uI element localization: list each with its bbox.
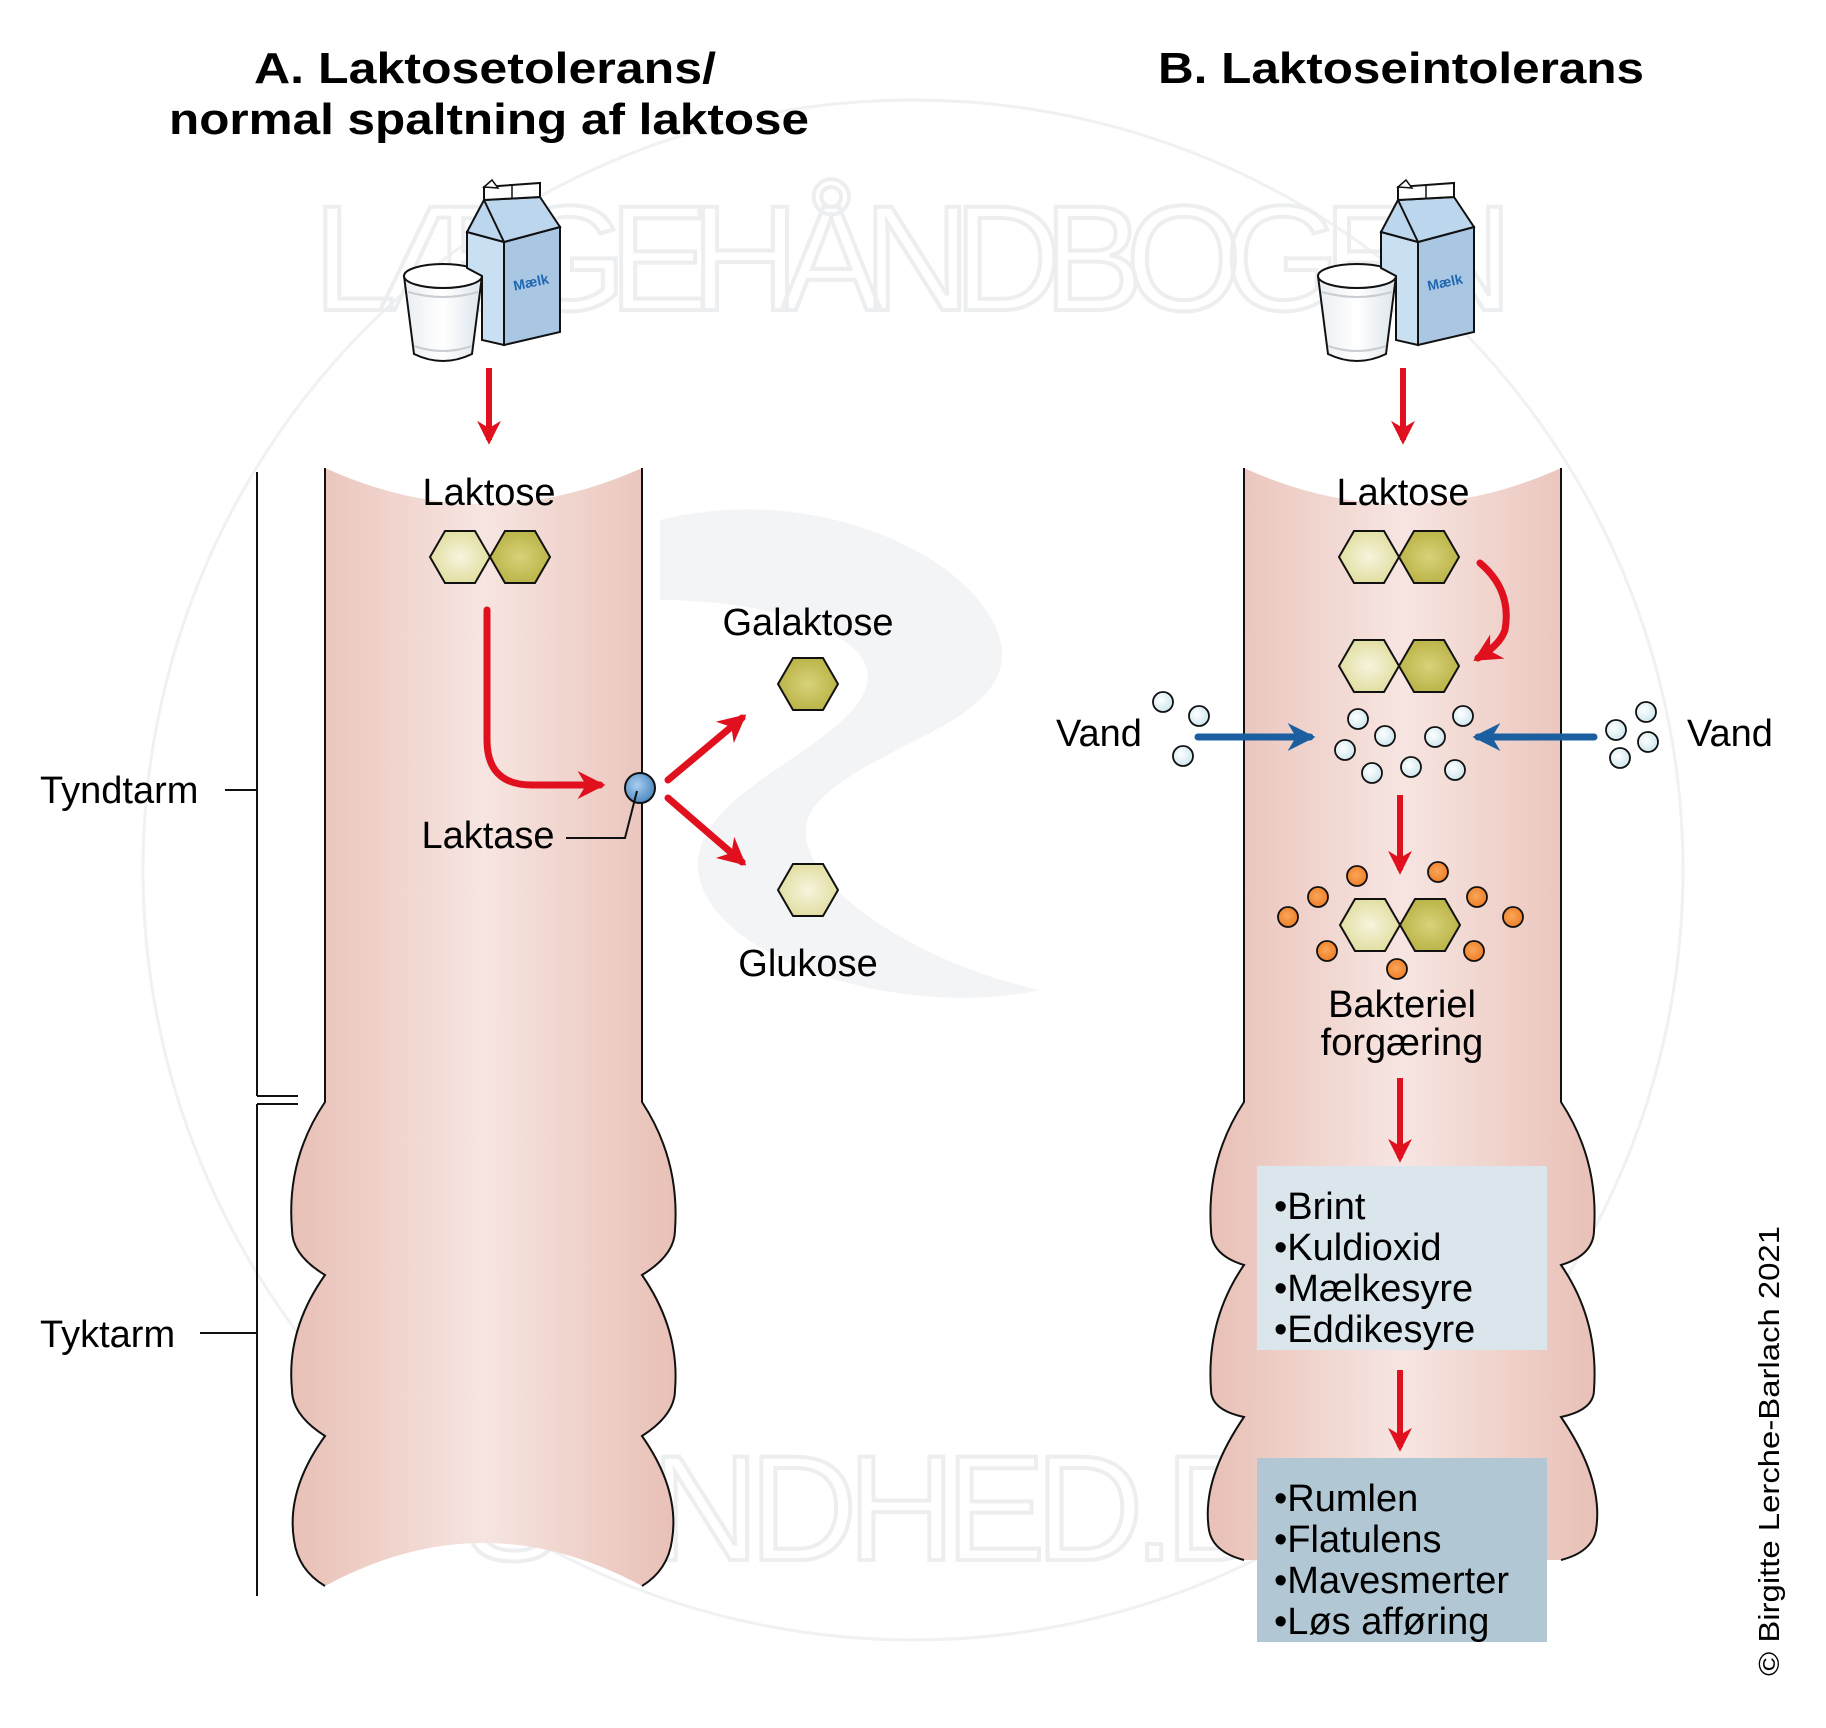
- panel-b: Mælk Laktose Vand Vand: [1056, 178, 1773, 1643]
- water-dot: [1172, 745, 1194, 767]
- to-glukose-arrow: [664, 794, 747, 866]
- panel-a-title-line2: normal spaltning af laktose: [169, 95, 809, 144]
- section-bracket: [200, 472, 298, 1596]
- bacteria-dot: [1307, 886, 1329, 908]
- water-dot: [1444, 759, 1466, 781]
- symptom-item: •Flatulens: [1274, 1519, 1442, 1561]
- bacteria-dot: [1463, 940, 1485, 962]
- water-dot: [1400, 756, 1422, 778]
- galaktose-hex-icon: [776, 657, 840, 711]
- intestine-b-left-wall: [1206, 468, 1246, 1561]
- galactose-hex-icon: [1397, 530, 1461, 584]
- water-molecules: [1152, 691, 1659, 784]
- milk-glass-icon: [1316, 263, 1398, 362]
- bacteria-dot: [1316, 940, 1338, 962]
- laktose-label-b: Laktose: [1336, 472, 1469, 514]
- laktose-to-laktase-arrow: [483, 606, 606, 799]
- water-dot: [1637, 731, 1659, 753]
- laktase-leader-line: [566, 790, 638, 839]
- water-dot: [1605, 719, 1627, 741]
- water-dot: [1334, 739, 1356, 761]
- milk-glass-icon: [402, 263, 484, 362]
- milk-carton-label: Mælk: [1426, 271, 1465, 294]
- symptoms-box: [1257, 1458, 1547, 1642]
- products-box: [1257, 1166, 1547, 1350]
- galactose-hex-icon: [488, 530, 552, 584]
- to-galaktose-arrow: [664, 714, 747, 784]
- bacteria: [1277, 861, 1524, 980]
- laktase-enzyme-icon: [624, 772, 656, 804]
- milk-carton-icon: Mælk: [1379, 178, 1476, 347]
- bacteria-dot: [1277, 906, 1299, 928]
- panel-b-title: B. Laktoseintolerans: [1158, 44, 1644, 93]
- product-item: •Eddikesyre: [1274, 1309, 1475, 1351]
- glukose-label: Glukose: [738, 943, 877, 985]
- symptom-item: •Rumlen: [1274, 1478, 1418, 1520]
- bacteria-dot: [1466, 886, 1488, 908]
- symptom-item: •Løs afføring: [1274, 1601, 1489, 1643]
- intestine-a-right-wall: [640, 468, 677, 1587]
- water-dot: [1374, 725, 1396, 747]
- intestine-a: [291, 468, 676, 1586]
- water-dot: [1347, 708, 1369, 730]
- intestine-a-left-wall: [290, 468, 327, 1587]
- bacteria-dot: [1502, 906, 1524, 928]
- watermark-emblem: [660, 509, 1040, 998]
- laktase-label: Laktase: [421, 815, 554, 857]
- laktose-label-a: Laktose: [422, 472, 555, 514]
- product-item: •Kuldioxid: [1274, 1227, 1442, 1269]
- symptom-item: •Mavesmerter: [1274, 1560, 1509, 1602]
- water-dot: [1609, 747, 1631, 769]
- fermenting-laktose: [1338, 898, 1462, 952]
- bacteria-dot: [1386, 958, 1408, 980]
- intestine-b-right-wall: [1559, 468, 1599, 1561]
- water-dot: [1424, 726, 1446, 748]
- vand-right-label: Vand: [1687, 713, 1773, 755]
- water-dot: [1635, 701, 1657, 723]
- water-dot: [1188, 705, 1210, 727]
- watermark-ring: [141, 98, 1685, 1642]
- unabsorbed-arrow: [1473, 559, 1510, 662]
- copyright-notice: © Birgitte Lerche-Barlach 2021: [1754, 1226, 1786, 1676]
- fermentation-label-line2: forgæring: [1321, 1022, 1484, 1064]
- vand-left-label: Vand: [1056, 713, 1142, 755]
- panel-a: Mælk Tyndtarm Tyktarm Laktose Laktase: [40, 178, 894, 1596]
- water-dot: [1152, 691, 1174, 713]
- panel-a-title-line1: A. Laktosetolerans/: [254, 44, 716, 93]
- tyktarm-label: Tyktarm: [40, 1314, 175, 1356]
- fermentation-label-line1: Bakteriel: [1328, 984, 1476, 1026]
- galactose-hex-icon: [1398, 898, 1462, 952]
- glukose-hex-icon: [776, 863, 840, 917]
- tyndtarm-label: Tyndtarm: [40, 770, 198, 812]
- galactose-hex-icon: [1397, 639, 1461, 693]
- product-item: •Brint: [1274, 1186, 1366, 1228]
- milk-carton-icon: Mælk: [465, 178, 562, 347]
- water-dot: [1452, 705, 1474, 727]
- milk-carton-label: Mælk: [512, 271, 551, 294]
- laktose-molecule-a: [428, 530, 552, 584]
- laktose-molecule-b-unsplit: [1337, 639, 1461, 693]
- bacteria-dot: [1427, 861, 1449, 883]
- product-item: •Mælkesyre: [1274, 1268, 1473, 1310]
- laktose-molecule-b: [1337, 530, 1461, 584]
- bacteria-dot: [1346, 865, 1368, 887]
- water-dot: [1361, 762, 1383, 784]
- galaktose-label: Galaktose: [722, 602, 893, 644]
